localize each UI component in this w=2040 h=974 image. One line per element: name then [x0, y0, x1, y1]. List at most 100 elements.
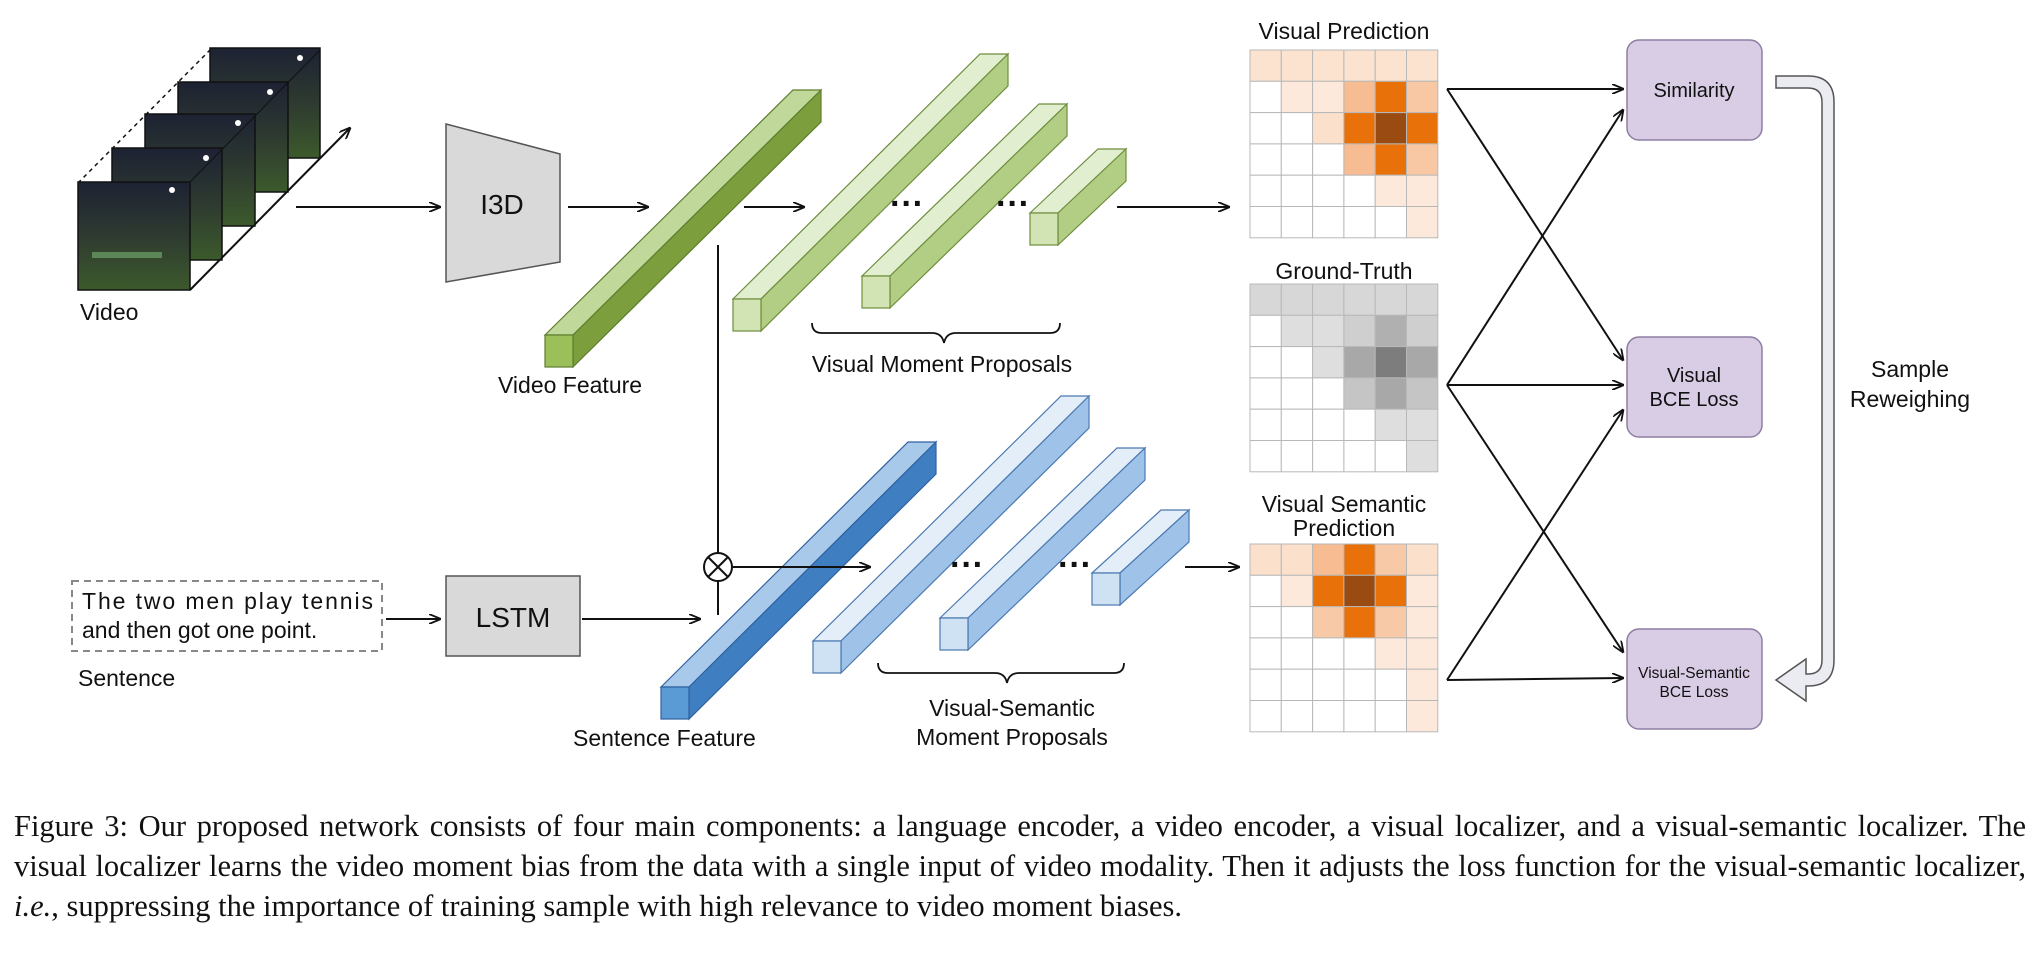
heatmap-cell — [1249, 668, 1282, 702]
heatmap-cell — [1280, 543, 1314, 576]
heatmap-cell — [1280, 574, 1314, 608]
sentence-label: Sentence — [78, 665, 175, 691]
caption-suffix: , suppressing the importance of training… — [51, 889, 1183, 923]
heatmap-cell — [1280, 606, 1314, 639]
heatmap-cell — [1406, 377, 1439, 410]
heatmap-cell — [1312, 346, 1345, 379]
similarity-label: Similarity — [1653, 80, 1734, 102]
heatmap-cell — [1280, 668, 1314, 702]
visual-bce-loss-box — [1626, 336, 1763, 438]
heatmap-cell — [1280, 377, 1314, 410]
ellipsis-3: ··· — [950, 546, 984, 584]
sentence-text-line2: and then got one point. — [82, 617, 317, 643]
vs-proposals-brace — [877, 662, 1125, 684]
ground-truth-title: Ground-Truth — [1275, 258, 1412, 284]
heatmap-cell — [1249, 112, 1282, 145]
heatmap-cell — [1343, 346, 1376, 379]
heatmap-cell — [1312, 174, 1345, 207]
visual-bce-label-1: Visual — [1667, 365, 1721, 387]
heatmap-cell — [1343, 49, 1376, 82]
heatmap-cell — [1343, 668, 1376, 702]
heatmap-cell — [1374, 283, 1407, 316]
heatmap-cell — [1280, 174, 1314, 207]
heatmap-cell — [1312, 377, 1345, 410]
heatmap-cell — [1249, 346, 1282, 379]
visual-moment-proposals-label: Visual Moment Proposals — [812, 351, 1072, 377]
visual-bce-label-2: BCE Loss — [1650, 389, 1739, 411]
heatmap-cell — [1312, 143, 1345, 176]
heatmap-cell — [1312, 206, 1345, 239]
sample-reweighing-label-2: Reweighing — [1850, 386, 1970, 412]
i3d-label: I3D — [480, 189, 524, 220]
heatmap-cell — [1343, 606, 1376, 639]
heatmap-cell — [1374, 143, 1407, 176]
similarity-box — [1626, 39, 1763, 141]
heatmap-cell — [1343, 700, 1376, 733]
caption-ie: i.e. — [14, 889, 52, 923]
heatmap-cell — [1280, 112, 1314, 145]
video-feature-label: Video Feature — [498, 372, 642, 398]
vs-moment-proposals-label-1: Visual-Semantic — [929, 695, 1095, 721]
video-frames-icon — [77, 47, 350, 291]
heatmap-cell — [1312, 574, 1345, 608]
visual-proposals-brace — [811, 322, 1061, 344]
visual-prediction-heatmap — [1249, 49, 1439, 239]
heatmap-cell — [1343, 206, 1376, 239]
heatmap-cell — [1343, 408, 1376, 442]
heatmap-cell — [1312, 668, 1345, 702]
heatmap-cell — [1280, 283, 1314, 316]
ground-truth-heatmap — [1249, 283, 1439, 473]
heatmap-cell — [1280, 80, 1314, 114]
heatmap-cell — [1374, 668, 1407, 702]
heatmap-cell — [1312, 283, 1345, 316]
video-feature-prism — [543, 88, 823, 369]
heatmap-cell — [1312, 112, 1345, 145]
heatmap-cell — [1249, 283, 1282, 316]
heatmap-cell — [1249, 574, 1282, 608]
heatmap-cell — [1406, 80, 1439, 114]
heatmap-cell — [1343, 574, 1376, 608]
heatmap-cell — [1374, 700, 1407, 733]
i3d-encoder — [445, 123, 561, 283]
heatmap-cell — [1280, 440, 1314, 473]
heatmap-cell — [1280, 49, 1314, 82]
ellipsis-1: ··· — [890, 185, 924, 223]
heatmap-cell — [1406, 543, 1439, 576]
heatmap-cell — [1374, 206, 1407, 239]
heatmap-cell — [1374, 174, 1407, 207]
sentence-feature-label: Sentence Feature — [573, 725, 756, 751]
heatmap-cell — [1343, 112, 1376, 145]
heatmap-cell — [1374, 49, 1407, 82]
heatmap-cell — [1406, 174, 1439, 207]
heatmap-cell — [1280, 700, 1314, 733]
heatmap-cell — [1312, 700, 1345, 733]
heatmap-cell — [1343, 543, 1376, 576]
vs-bce-label-2: BCE Loss — [1660, 684, 1729, 701]
heatmap-cell — [1406, 637, 1439, 670]
heatmap-cell — [1343, 637, 1376, 670]
heatmap-cell — [1406, 112, 1439, 145]
vs-moment-proposal-2 — [938, 446, 1147, 652]
heatmap-cell — [1343, 143, 1376, 176]
heatmap-cell — [1374, 637, 1407, 670]
ellipsis-4: ··· — [1058, 546, 1092, 584]
heatmap-cell — [1249, 206, 1282, 239]
heatmap-cell — [1374, 80, 1407, 114]
vs-prediction-title-1: Visual Semantic — [1262, 491, 1427, 517]
heatmap-cell — [1343, 174, 1376, 207]
heatmap-cell — [1312, 543, 1345, 576]
sample-reweighing-label-1: Sample — [1871, 356, 1949, 382]
heatmap-cell — [1406, 440, 1439, 473]
sentence-feature-prism — [659, 440, 938, 721]
video-label: Video — [80, 299, 138, 325]
heatmap-cell — [1280, 143, 1314, 176]
heatmap-cell — [1374, 112, 1407, 145]
heatmap-cell — [1249, 49, 1282, 82]
heatmap-cell — [1406, 206, 1439, 239]
heatmap-cell — [1406, 574, 1439, 608]
heatmap-cell — [1406, 346, 1439, 379]
heatmap-cell — [1312, 606, 1345, 639]
heatmap-cell — [1406, 283, 1439, 316]
heatmap-cell — [1249, 440, 1282, 473]
lstm-label: LSTM — [476, 602, 551, 633]
